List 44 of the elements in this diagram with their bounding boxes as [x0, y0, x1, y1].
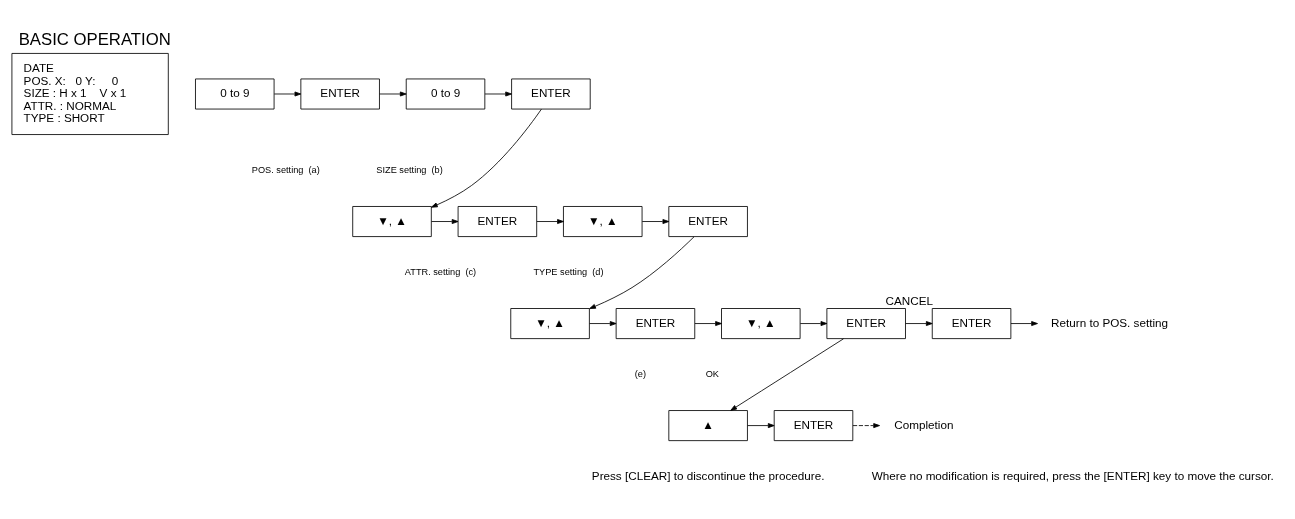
arrow — [589, 320, 617, 326]
arrow — [431, 108, 542, 208]
node-box: ▲ — [668, 409, 748, 441]
node-text: Completion — [894, 417, 954, 431]
label: (e) — [634, 368, 647, 379]
arrow — [852, 422, 880, 428]
node-box: ENTER — [668, 205, 748, 237]
arrow — [273, 91, 302, 96]
node-box: ENTER — [511, 78, 591, 109]
arrow — [379, 91, 407, 96]
arrow — [536, 218, 564, 224]
arrow — [694, 320, 722, 326]
node-box: ENTER — [457, 205, 538, 237]
arrow — [641, 218, 670, 224]
arrow — [799, 320, 828, 326]
node-box: DATE POS. X: 0 Y: 0 SIZE : H x 1 V x 1 ATTR. : NORMAL TYPE : SHORT — [11, 52, 169, 135]
node-box: ▼, ▲ — [510, 307, 590, 339]
node-box: ▼, ▲ — [563, 205, 643, 237]
node-box: ▼, ▲ — [352, 205, 432, 237]
node-label: CANCEL — [885, 293, 933, 307]
arrow — [431, 218, 459, 224]
node-text: Return to POS. setting — [1051, 315, 1169, 329]
node-box: ENTER — [300, 78, 380, 109]
label: Where no modification is required, press the [ENTER] key to move the cursor. — [871, 468, 1274, 482]
node-box: ▼, ▲ — [721, 307, 801, 339]
arrow — [589, 235, 695, 309]
node-box: ENTER — [615, 307, 696, 339]
label: ATTR. setting (c) — [404, 266, 477, 277]
arrow — [484, 91, 512, 96]
label: OK — [705, 368, 719, 379]
label: POS. setting (a) — [251, 164, 320, 175]
node-box: 0 to 9 — [405, 78, 486, 109]
arrow — [905, 320, 933, 326]
node-box: ENTER — [826, 307, 906, 339]
arrow — [1010, 320, 1038, 326]
node-box: ENTER — [773, 409, 854, 441]
label: TYPE setting (d) — [533, 266, 604, 277]
node-box: ENTER — [931, 307, 1012, 339]
arrow — [747, 422, 775, 428]
label: SIZE setting (b) — [376, 164, 443, 175]
label: Press [CLEAR] to discontinue the procedure. — [591, 468, 825, 482]
arrow — [730, 337, 844, 411]
node-box: 0 to 9 — [195, 78, 275, 109]
diagram-title: BASIC OPERATION — [18, 29, 171, 49]
